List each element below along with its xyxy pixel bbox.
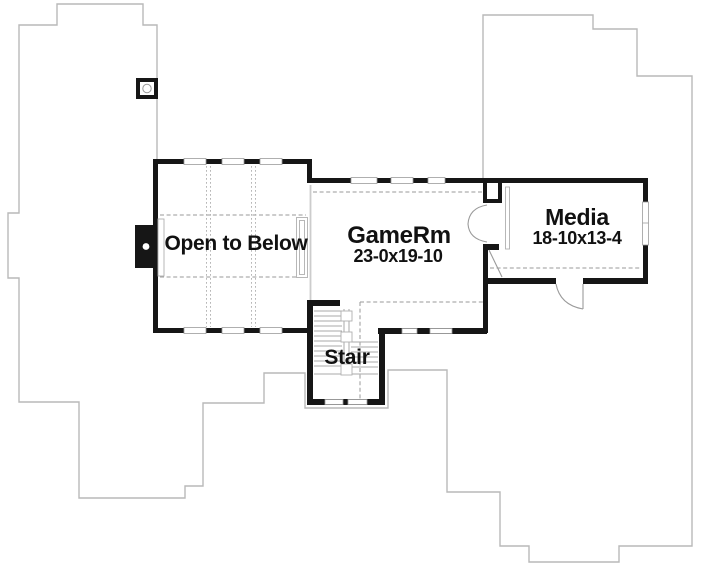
door-opening (483, 203, 488, 244)
window (324, 399, 344, 405)
stair-treads (314, 309, 378, 376)
closet-interior (487, 183, 498, 199)
game-room-label: GameRm (347, 222, 451, 249)
chimney-flue-icon (142, 83, 152, 94)
window (401, 328, 418, 334)
stair-label: Stair (324, 346, 369, 369)
stair-right-wall (379, 328, 385, 405)
door-swing-arc (555, 283, 584, 310)
stair-top-stub-wall (307, 300, 340, 306)
chimney-inner (140, 82, 154, 95)
double-doors (467, 186, 510, 278)
fireplace-hearth (157, 218, 165, 277)
game-room-dimensions: 23-0x19-10 (353, 246, 442, 266)
window (259, 158, 283, 165)
door-leaf-arc (467, 204, 488, 225)
cased-opening (296, 217, 308, 278)
windows (183, 158, 649, 405)
room-labels: Open to Below GameRm 23-0x19-10 Media 18… (164, 204, 622, 369)
window (259, 327, 283, 334)
corner-closet (483, 178, 502, 203)
ceiling-and-railing-lines (160, 166, 641, 399)
media-door (555, 277, 584, 310)
window (221, 327, 245, 334)
cased-opening-inner (299, 220, 305, 275)
fireplace (135, 218, 165, 277)
window (221, 158, 245, 165)
chimney (136, 78, 158, 99)
footprint-outline-path (7, 3, 693, 563)
window (347, 399, 368, 405)
open-to-below-label: Open to Below (164, 232, 308, 255)
door-opening (556, 277, 583, 285)
stair-left-wall (307, 300, 313, 405)
window (429, 328, 453, 334)
window (183, 158, 207, 165)
window (390, 177, 414, 184)
media-label: Media (545, 204, 609, 230)
stair-newel (340, 310, 353, 322)
gamerm-right-wall (483, 183, 488, 333)
window (427, 177, 446, 184)
media-dimensions: 18-10x13-4 (532, 228, 621, 248)
otb-gamerm-jog-wall (307, 159, 312, 183)
media-corner-door-leaf (488, 249, 503, 278)
stair-newel (340, 363, 353, 376)
stair-bottom-wall (307, 399, 385, 405)
door-jamb-stub (483, 244, 499, 250)
fireplace-flue-icon (142, 243, 150, 250)
window (642, 201, 649, 246)
window (350, 177, 378, 184)
door-leaf-arc (467, 223, 488, 243)
door-jamb-casing (505, 186, 510, 250)
window (183, 327, 207, 334)
stair-newel (340, 331, 353, 343)
footprint-outline (7, 3, 693, 563)
media-top-wall (483, 178, 648, 183)
